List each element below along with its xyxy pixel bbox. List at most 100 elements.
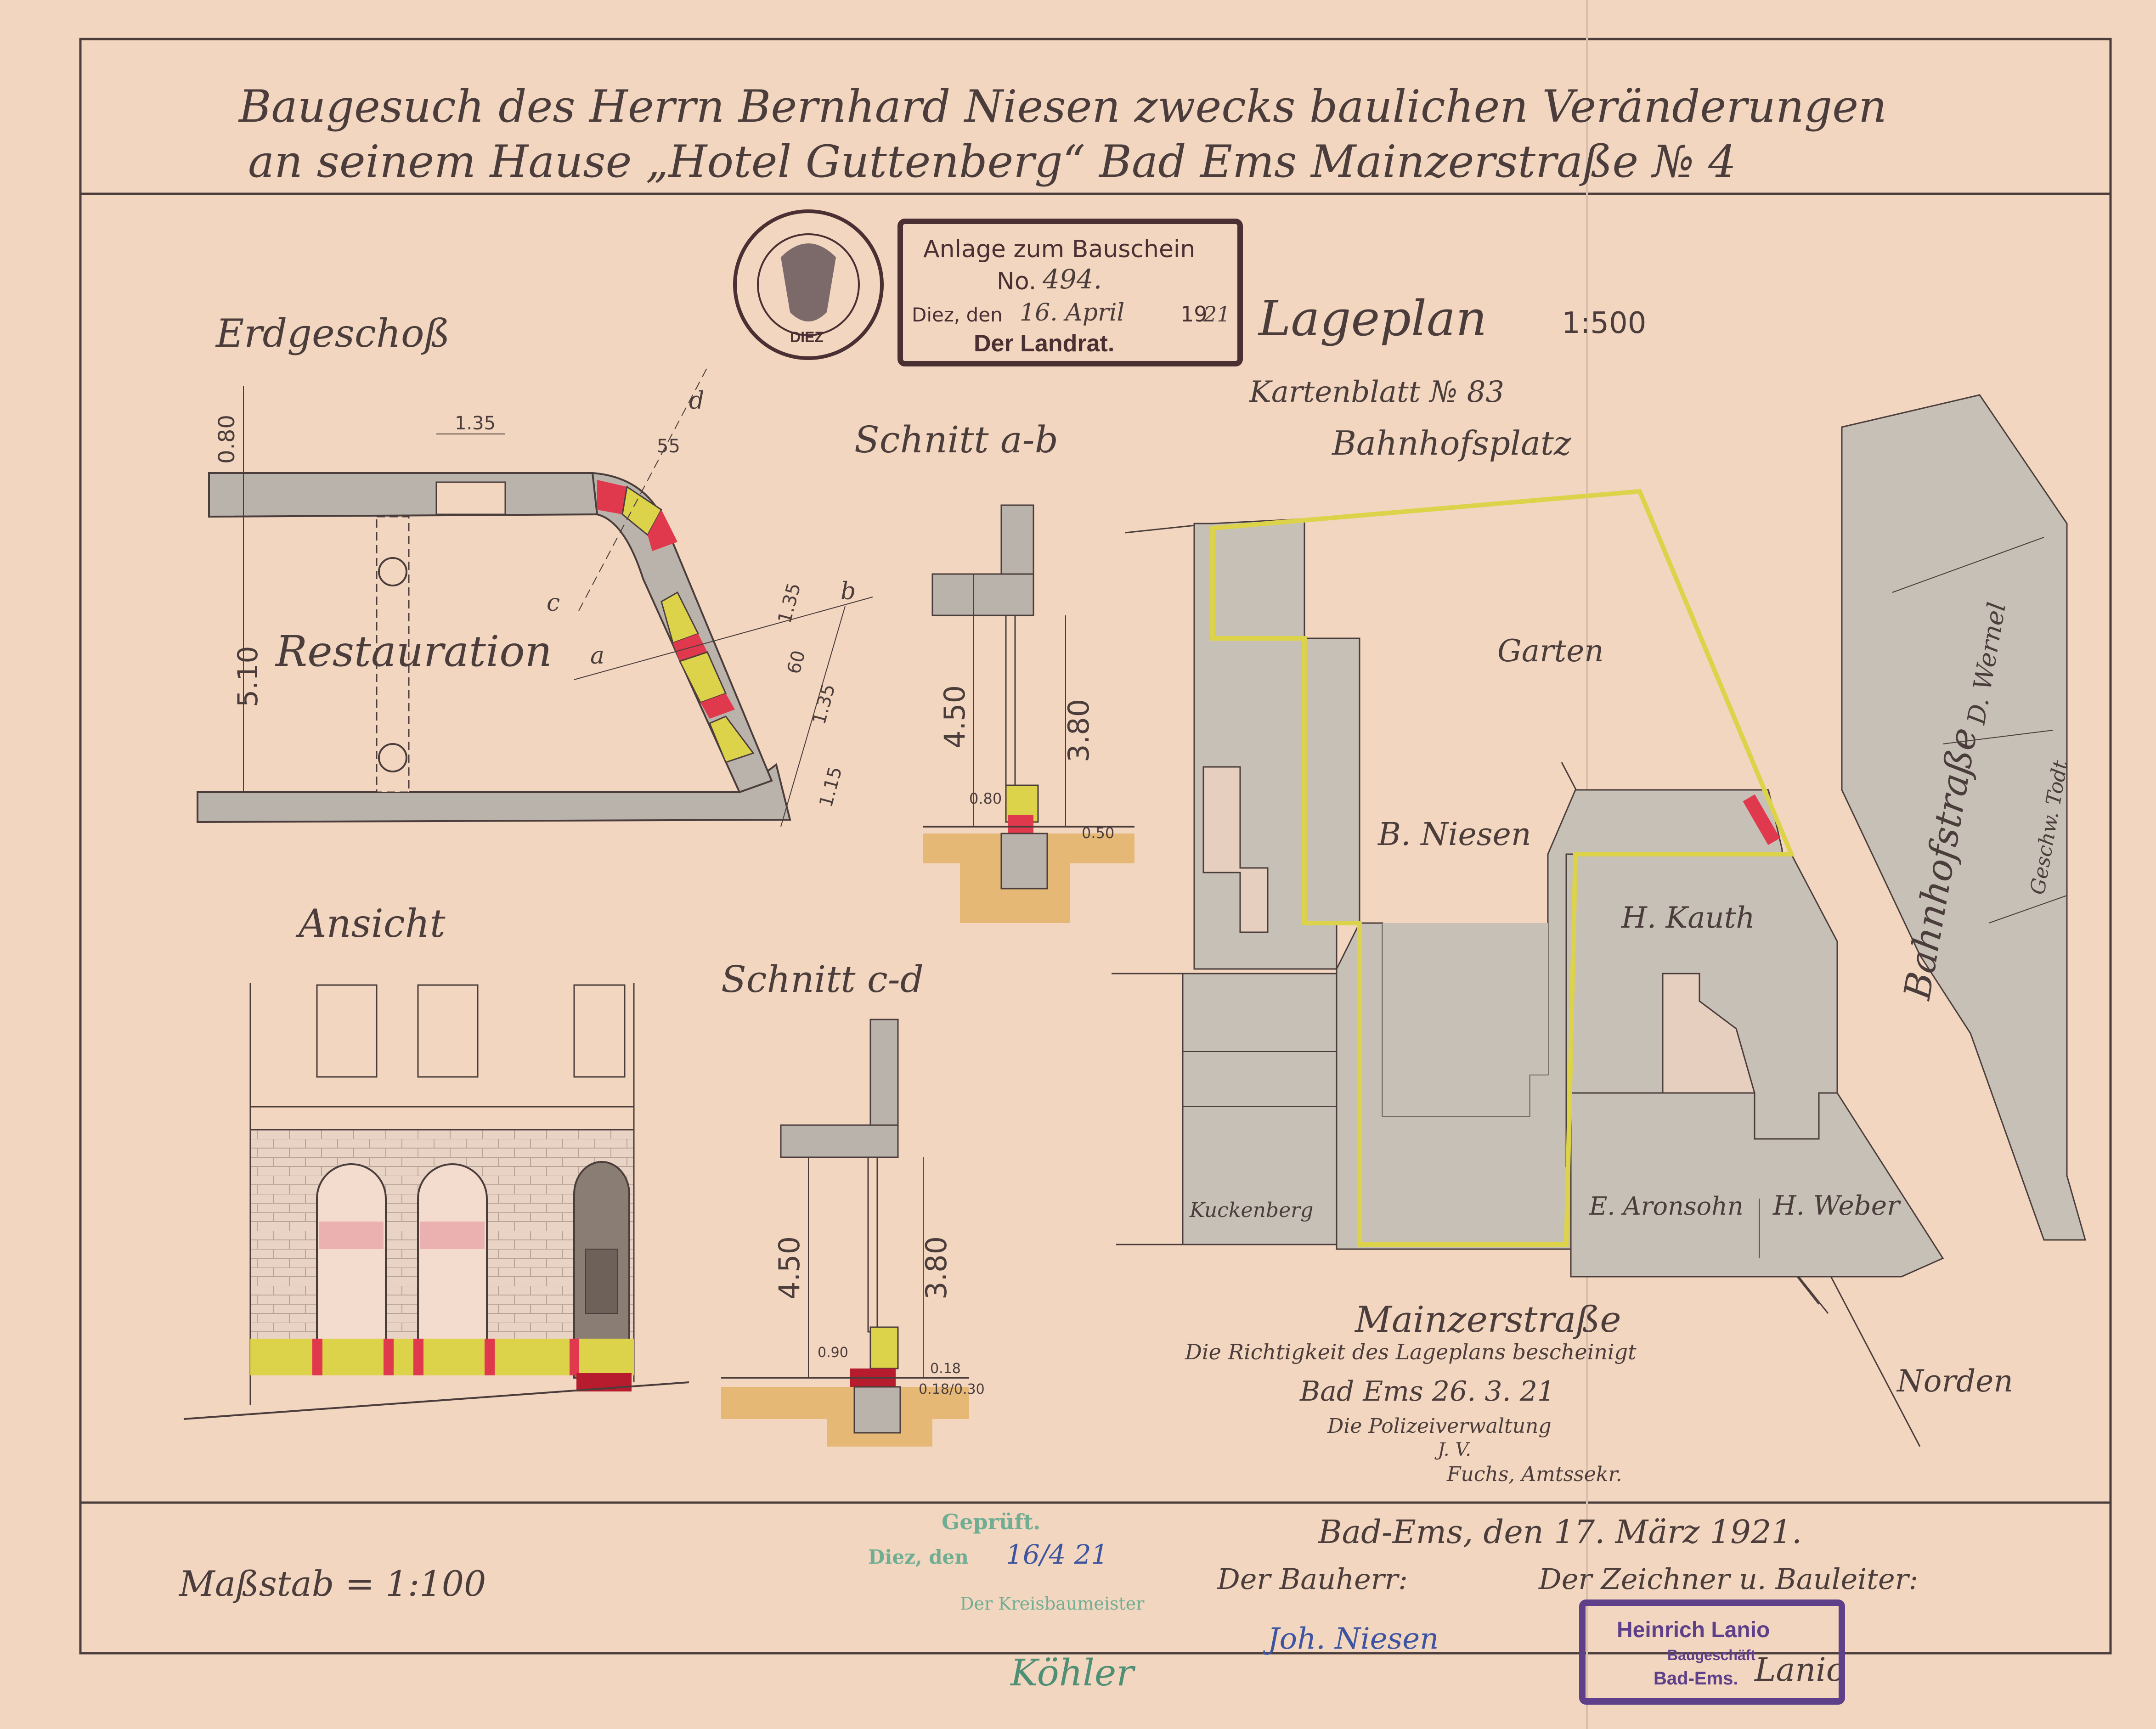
company-stamp-frame (1579, 1599, 1845, 1705)
parcel-aronsohn: E. Aronsohn (1589, 1192, 1744, 1221)
upper-window-2 (417, 984, 479, 1078)
parcel-kuckenberg: Kuckenberg (1189, 1199, 1313, 1222)
column-bottom (378, 743, 407, 772)
north-label: Norden (1896, 1363, 2013, 1399)
section-ab-footing (1000, 833, 1048, 890)
footer: Maßstab = 1:100 Bad-Ems, den 17. März 19… (178, 1513, 1918, 1689)
building-row-east (1841, 394, 2086, 1241)
red-pier-2 (648, 510, 677, 551)
section-mark-b: b (841, 578, 856, 605)
section-cd-wall-upper (869, 1019, 899, 1140)
title-line-1: Baugesuch des Herrn Bernhard Niesen zwec… (238, 81, 1887, 132)
red-pilaster-1 (312, 1339, 322, 1375)
stamp-landrat-signature: Der Landrat. (974, 330, 1114, 357)
section-ab-lintel (931, 573, 1034, 616)
building-kuckenberg (1182, 973, 1338, 1245)
section-cd-window-frame (867, 1156, 878, 1333)
police-note-line-2: Bad Ems 26. 3. 21 (1299, 1375, 1555, 1408)
red-pilaster-2 (384, 1339, 394, 1375)
check-stamp-line-2-prefix: Diez, den (868, 1546, 969, 1568)
floor-plan: Erdgeschoß 0.80 1.35 5.10 55 1.35 1.35 1… (197, 311, 873, 827)
section-ab-window-frame (1005, 614, 1016, 786)
red-pilaster-5 (570, 1339, 579, 1375)
police-note-line-4: J. V. (1434, 1439, 1471, 1460)
ground-line (183, 1381, 689, 1420)
east-row-division-2 (1942, 730, 2054, 744)
section-ab-dim-450: 4.50 (938, 685, 971, 749)
upper-window-3 (573, 984, 626, 1078)
top-wall (208, 472, 617, 518)
seal-inner-ring (757, 233, 860, 336)
courtyard-left (1202, 766, 1269, 933)
parcel-garden: Garten (1497, 633, 1604, 669)
company-stamp: Heinrich Lanio Baugeschäft Bad-Ems. (1579, 1599, 1845, 1705)
red-pier-1 (597, 480, 627, 514)
footer-place-date: Bad-Ems, den 17. März 1921. (1317, 1513, 1802, 1551)
check-stamp-signature: Köhler (1010, 1651, 1136, 1694)
parcel-kauth: H. Kauth (1621, 901, 1755, 935)
section-cd-dim-380: 3.80 (920, 1236, 953, 1300)
police-note-line-3: Die Polizeiverwaltung (1327, 1414, 1552, 1438)
seal-bottom-text: DIEZ (790, 329, 824, 345)
arched-window-2 (417, 1163, 488, 1342)
section-mark-a: a (590, 642, 604, 670)
yellow-pier-4 (709, 715, 755, 763)
dim-080: 0.80 (214, 415, 240, 464)
company-stamp-name: Heinrich Lanio (1617, 1618, 1770, 1642)
section-cd-dim-018-030: 0.18/0.30 (919, 1381, 985, 1397)
section-line-cd (578, 367, 708, 611)
stamp-year-prefix: 19 (1180, 302, 1208, 327)
section-cd-dim-450: 4.50 (773, 1236, 806, 1300)
section-cd-dim-018: 0.18 (930, 1361, 961, 1377)
footer-drafter-label: Der Zeichner u. Bauleiter: (1538, 1562, 1918, 1596)
section-cd-foundation (721, 1387, 969, 1447)
police-note-line-5: Fuchs, Amtssekr. (1446, 1463, 1622, 1486)
site-plan-title: Lageplan (1258, 290, 1487, 347)
section-cd: Schnitt c-d 4.50 3.80 0.90 0.18 0.18/0.3… (721, 958, 985, 1447)
bottom-wall (197, 763, 791, 823)
police-certification: Die Richtigkeit des Lageplans bescheinig… (1185, 1340, 1637, 1486)
upper-window-1 (316, 984, 378, 1078)
section-line-ab (574, 597, 873, 680)
section-cd-title: Schnitt c-d (721, 958, 924, 1001)
parcel-weber: H. Weber (1772, 1190, 1901, 1221)
check-stamp-line-1: Geprüft. (942, 1509, 1040, 1534)
demolition-mark (1743, 794, 1780, 845)
red-pilaster-3 (413, 1339, 423, 1375)
police-note-line-1: Die Richtigkeit des Lageplans bescheinig… (1185, 1340, 1637, 1364)
section-ab-dim-080: 0.80 (969, 790, 1002, 807)
section-ab: Schnitt a-b 4.50 3.80 0.80 0.50 (854, 418, 1134, 923)
building-niesen-inner (1383, 923, 1548, 1116)
parcel-niesen: B. Niesen (1377, 817, 1531, 853)
bauschein-stamp-frame (897, 219, 1243, 366)
stamp-no-value: 494. (1042, 264, 1102, 295)
site-plan-plaza: Bahnhofsplatz (1331, 424, 1572, 462)
building-aronsohn-weber (1570, 1092, 1944, 1278)
elevation-title: Ansicht (295, 901, 446, 946)
site-plan-scale: 1:500 (1562, 306, 1646, 340)
company-stamp-city: Bad-Ems. (1654, 1668, 1738, 1689)
owner-signature: Joh. Niesen (1263, 1622, 1439, 1656)
section-ab-dim-380: 3.80 (1062, 699, 1095, 762)
room-label-restauration: Restauration (275, 627, 552, 676)
check-stamp-line-3: Der Kreisbaumeister (960, 1594, 1145, 1614)
footer-scale: Maßstab = 1:100 (178, 1563, 486, 1604)
column-top (378, 557, 407, 586)
stamp-date-value: 16. April (1020, 299, 1124, 327)
dim-135-top: 1.35 (455, 413, 496, 434)
section-ab-red-base (1008, 815, 1033, 834)
entrance-door-panel (585, 1249, 618, 1314)
floor-plan-title: Erdgeschoß (215, 311, 450, 356)
street-mainzerstrasse: Mainzerstraße (1354, 1299, 1621, 1340)
dim-055: 55 (657, 436, 680, 457)
stamp-date-prefix: Diez, den (912, 304, 1003, 326)
section-cd-dim-090: 0.90 (818, 1345, 848, 1361)
arched-window-1-pink (319, 1222, 384, 1249)
sheet-border (79, 38, 2112, 1655)
arched-window-2-pink (420, 1222, 485, 1249)
stamp-line-1: Anlage zum Bauschein (923, 236, 1195, 263)
section-cd-yellow-sill (869, 1326, 899, 1369)
seal-ring (733, 209, 884, 360)
bauschein-stamp: Anlage zum Bauschein No. 494. Diez, den … (897, 219, 1243, 366)
title-line-2: an seinem Hause „Hotel Guttenberg“ Bad E… (248, 136, 1736, 187)
